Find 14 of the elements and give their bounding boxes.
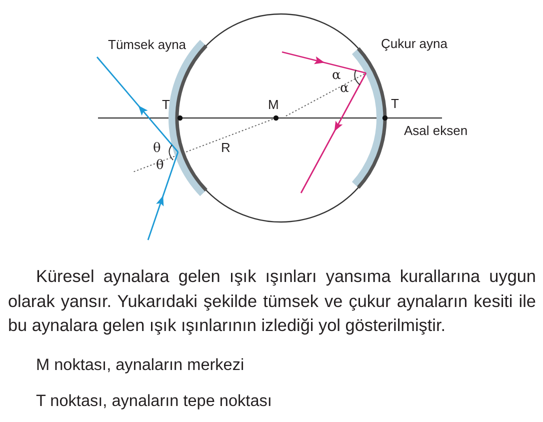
paragraph: Küresel aynalara gelen ışık ışınları yansıma kurallarına uygun olarak yansır. Yukarıdaki şekilde tümsek ve çukur aynaların kesiti ile bu aynalara gelen ışık ışınlarının izlediği yol gösterilmiştir.	[8, 265, 536, 337]
angle-label: θ	[156, 158, 164, 173]
point-label: T	[391, 96, 399, 111]
definition-text: M noktası, aynaların merkezi	[36, 356, 244, 375]
axis-label: Asal eksen	[404, 123, 468, 138]
radius-label: R	[221, 140, 230, 155]
mirror-label: Tümsek ayna	[108, 37, 186, 52]
point-label: T	[162, 97, 170, 112]
definition-text: T noktası, aynaların tepe noktası	[36, 392, 272, 411]
angle-label: θ	[153, 141, 161, 156]
point-label: M	[268, 97, 279, 112]
mirror-label: Çukur ayna	[381, 36, 448, 51]
angle-label: α	[332, 68, 341, 83]
angle-label: α	[340, 81, 349, 96]
